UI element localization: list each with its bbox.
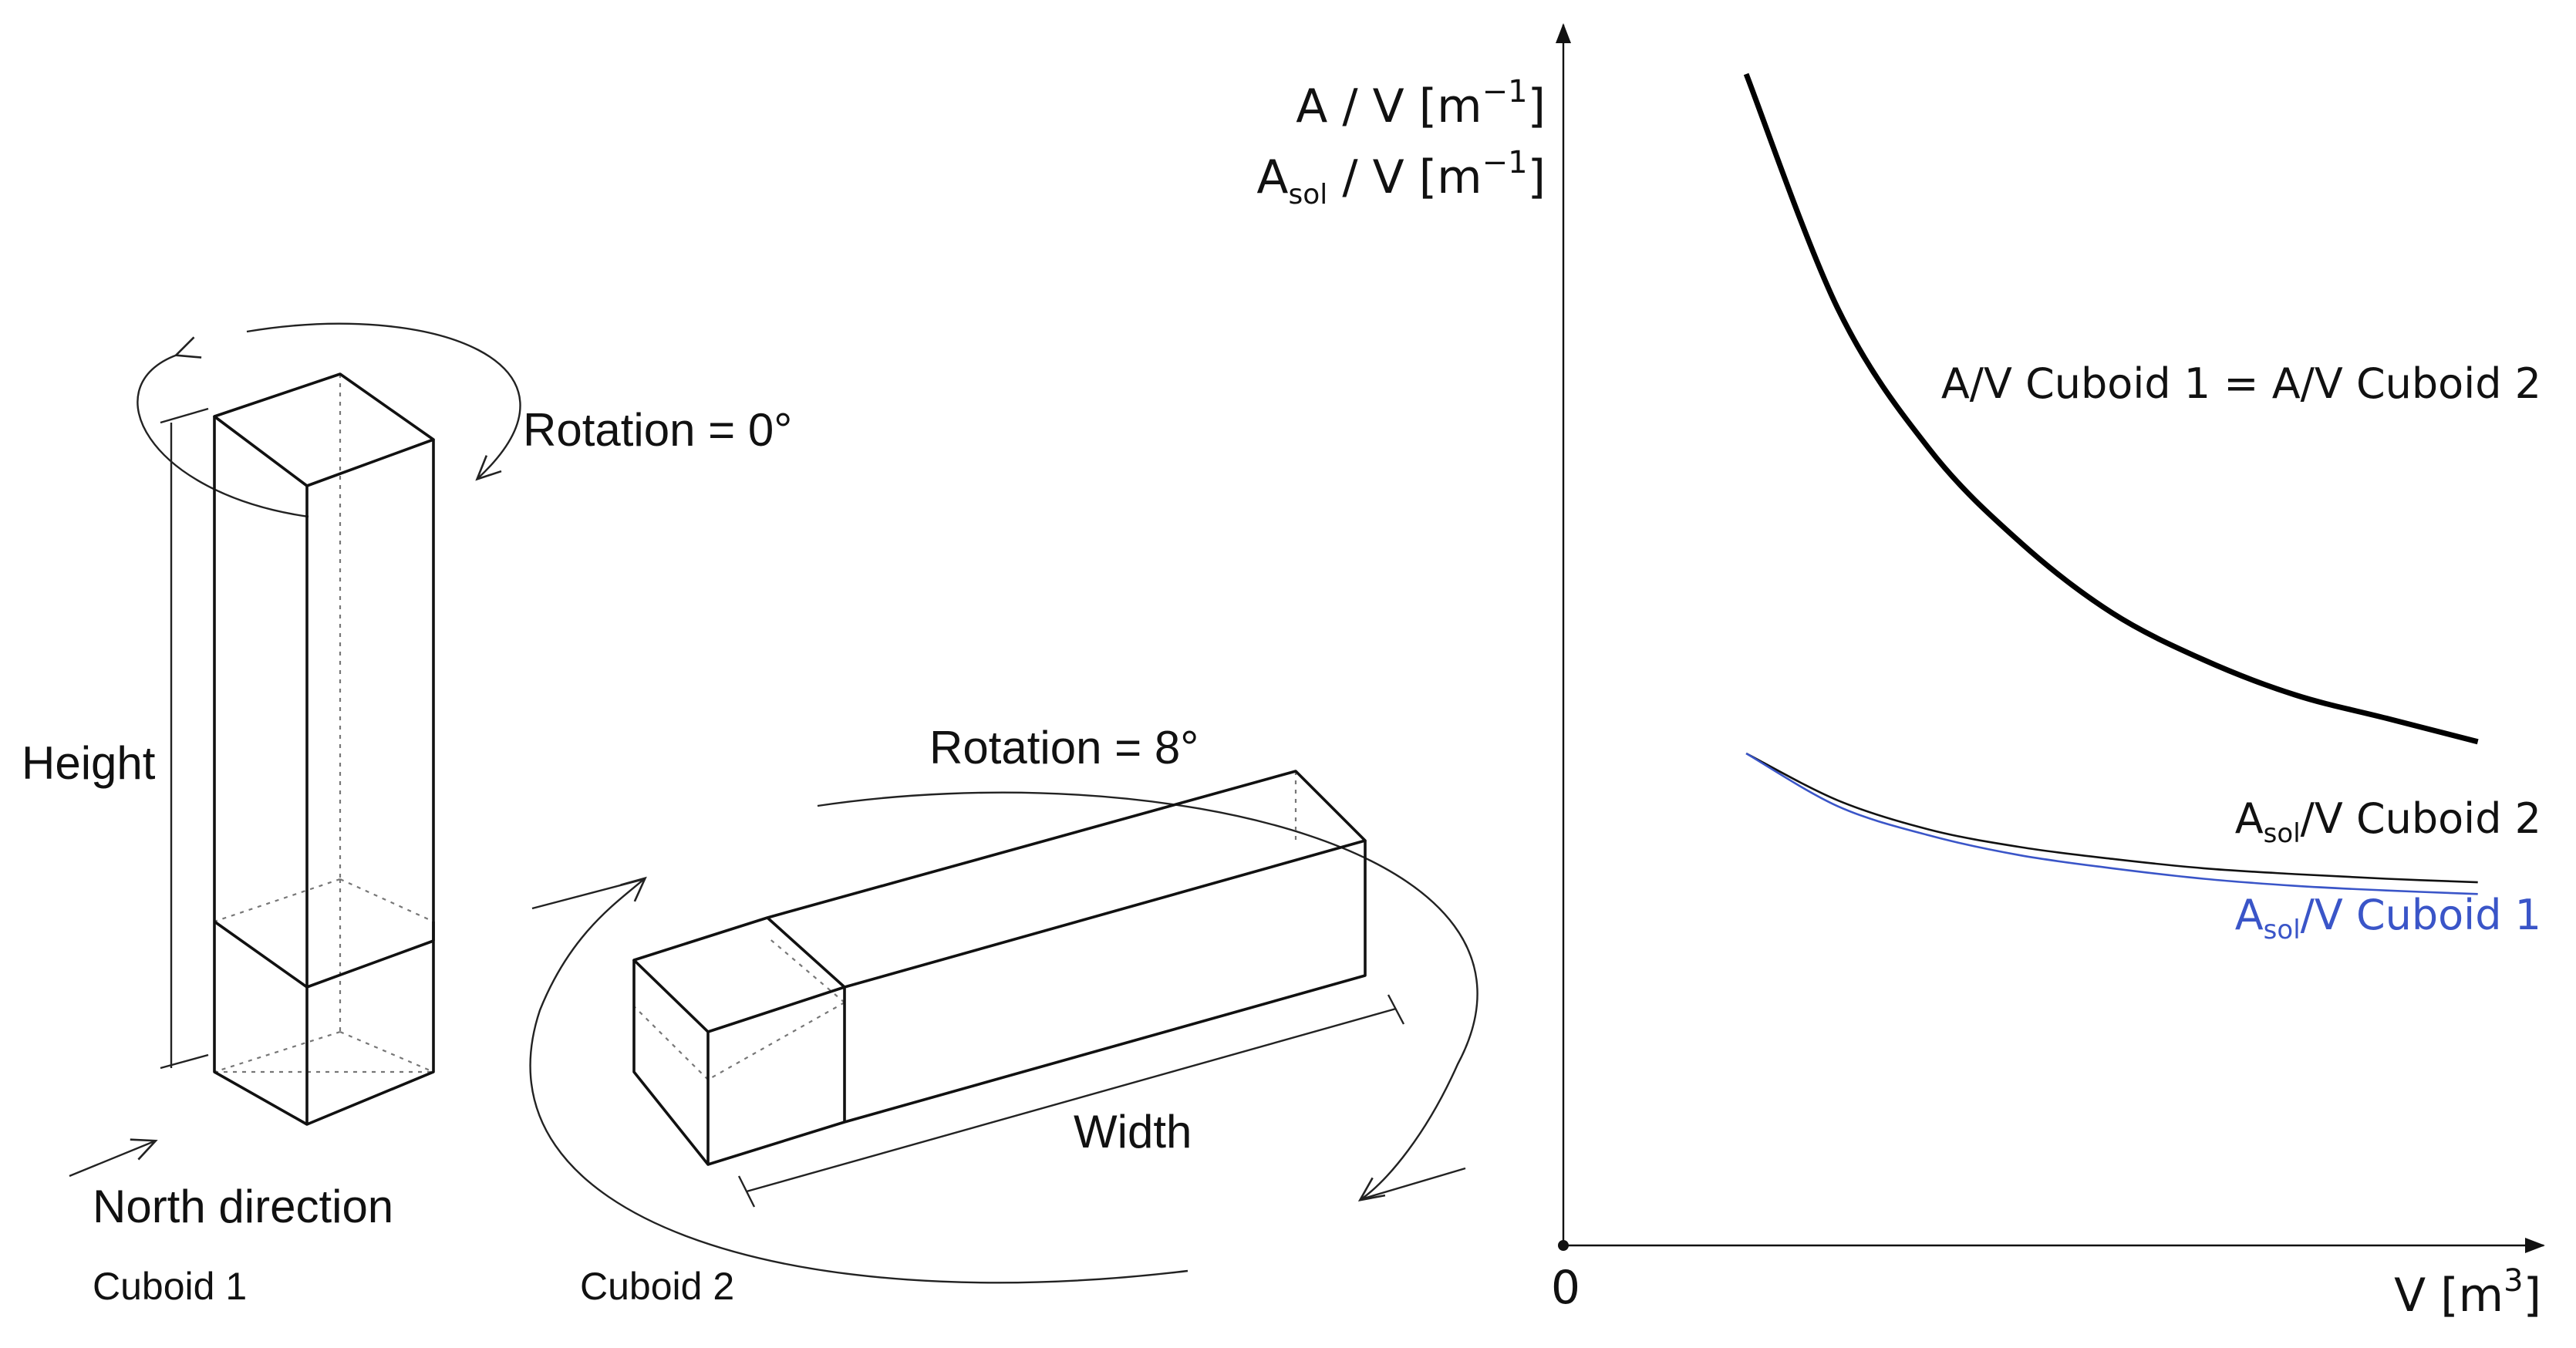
series-av-both-cuboids-line bbox=[1743, 72, 2479, 745]
x-axis-label: V [m3] bbox=[2394, 1263, 2541, 1323]
rotation-1-arc-top bbox=[246, 322, 521, 481]
rotation-2-label: Rotation = 8° bbox=[929, 722, 1199, 773]
series-asol-cuboid-2-label: Asol/V Cuboid 2 bbox=[2235, 794, 2541, 849]
y-axis-label-line-1: A / V [m−1] bbox=[1296, 74, 1546, 133]
width-label: Width bbox=[1074, 1106, 1192, 1158]
series-asol-cuboid-2-line bbox=[1745, 752, 2478, 884]
origin-label: 0 bbox=[1551, 1261, 1580, 1315]
rotation-2-arrow-left bbox=[529, 876, 1189, 1284]
y-axis-label-line-2: Asol / V [m−1] bbox=[1256, 145, 1546, 211]
rotation-2-arrow-right bbox=[817, 791, 1479, 1201]
series-av-both-cuboids-label: A/V Cuboid 1 = A/V Cuboid 2 bbox=[1941, 359, 2541, 408]
width-dimension-line bbox=[746, 1007, 1397, 1193]
origin-point bbox=[1558, 1240, 1569, 1251]
series-asol-cuboid-1-line bbox=[1745, 752, 2478, 895]
cuboid-2-label: Cuboid 2 bbox=[580, 1265, 734, 1308]
cuboid-1-label: Cuboid 1 bbox=[93, 1265, 247, 1308]
rotation-1-label: Rotation = 0° bbox=[523, 404, 792, 456]
cuboid-1-illustration: Rotation = 0° Height North direction Cub… bbox=[22, 322, 792, 1308]
rotation-1-arrow bbox=[137, 336, 309, 518]
height-label: Height bbox=[22, 737, 156, 789]
cuboid-2-illustration: Rotation = 8° Width Cuboid 2 bbox=[529, 722, 1479, 1308]
series-asol-cuboid-1-label: Asol/V Cuboid 1 bbox=[2235, 891, 2541, 945]
rotation-2-arrow-start bbox=[531, 878, 645, 910]
north-direction-label: North direction bbox=[93, 1181, 393, 1232]
chart: A / V [m−1] Asol / V [m−1] V [m3] 0 A/V … bbox=[1256, 23, 2545, 1323]
north-direction-arrow bbox=[69, 1138, 158, 1178]
